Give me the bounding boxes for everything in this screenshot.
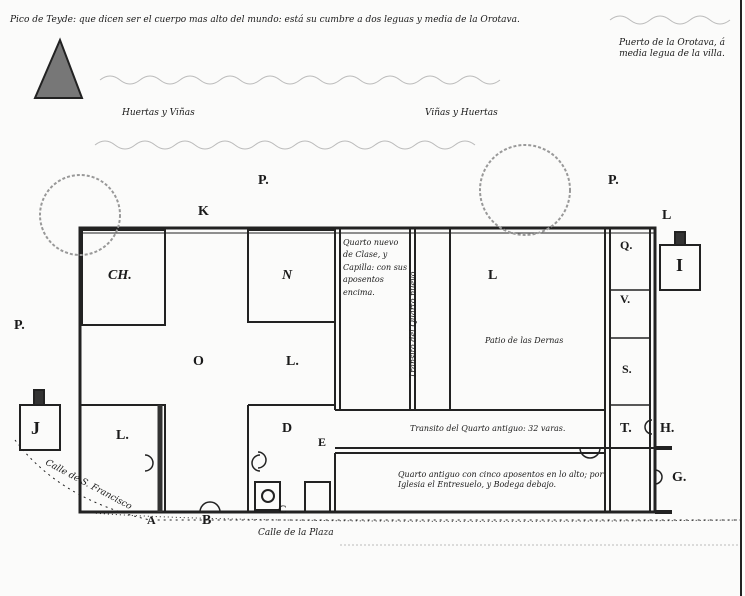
port-note: Puerto de la Orotava, á media legua de l… <box>618 38 726 59</box>
letter-l: L. <box>286 354 299 369</box>
letter-p: P. <box>608 173 619 188</box>
letter-h: H. <box>660 421 675 436</box>
letter-e: E <box>318 435 327 449</box>
left-wing-wall <box>80 404 166 512</box>
street-label: Calle de la Plaza <box>258 528 334 538</box>
letter-d: D <box>282 421 293 436</box>
field-label: Huertas y Viñas <box>122 108 195 118</box>
letter-j: J <box>31 418 40 438</box>
seal-stamp <box>39 174 121 256</box>
letter-p: P. <box>258 173 269 188</box>
letter-i: I <box>676 255 684 275</box>
letter-v: V. <box>620 292 631 306</box>
building-j-outline <box>19 404 61 451</box>
letter-s: S. <box>622 362 632 376</box>
seal-stamp <box>479 144 571 236</box>
mountain-peak-icon <box>33 37 84 99</box>
new-quarter-label: Quarto nuevo de Clase, y Capilla: con su… <box>343 238 408 297</box>
court-right-wall <box>247 404 335 512</box>
letter-p: P. <box>14 318 25 333</box>
patio-label: Patio de las Dernas <box>485 336 564 345</box>
road-dots <box>14 439 745 521</box>
letter-l: L <box>488 268 498 283</box>
letter-a: A <box>147 513 156 527</box>
peak-note: Pico de Teyde: que dicen ser el cuerpo m… <box>10 15 520 25</box>
letter-c: C <box>278 502 287 516</box>
old-transit-label: Transito del Quarto antiguo: 32 varas. <box>410 424 566 433</box>
letter-g: G. <box>672 470 687 485</box>
old-transit-walls <box>335 409 670 454</box>
letter-q: Q. <box>620 238 633 252</box>
letter-k: K <box>198 204 209 219</box>
new-transit-label: Transito del Quarto nuevo <box>408 271 418 379</box>
column-walls <box>334 228 651 512</box>
letter-l: L. <box>116 428 129 443</box>
letter-l: L <box>662 208 672 223</box>
letter-ch: CH. <box>108 268 132 283</box>
field-label: Viñas y Huertas <box>425 108 498 118</box>
letter-n: N <box>282 268 293 283</box>
letter-o: O <box>193 354 204 369</box>
room-ch-outline <box>81 229 166 326</box>
letter-t: T. <box>620 421 632 436</box>
old-quarter-label: Quarto antiguo con cinco aposentos en lo… <box>398 470 604 489</box>
letter-b: B <box>202 513 212 528</box>
